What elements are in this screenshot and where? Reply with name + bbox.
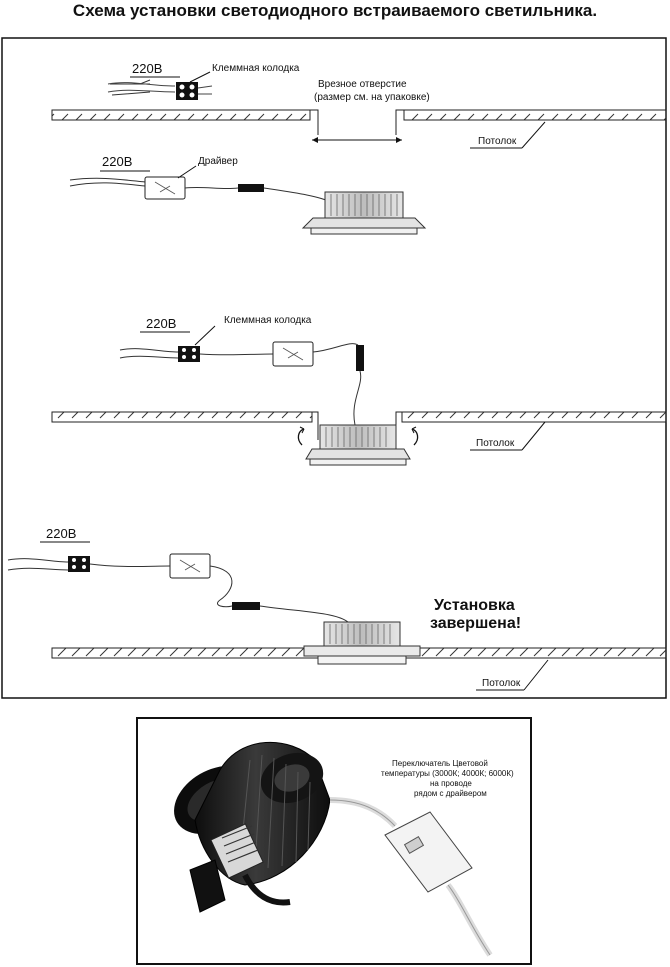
step4-wiring-group: 220В xyxy=(7,526,351,625)
step3-fixture xyxy=(297,424,419,466)
step1-voltage-label: 220В xyxy=(132,61,162,76)
step3-wiring-group: 220В Клеммная колодка xyxy=(119,315,364,426)
done-label-line2: завершена! xyxy=(430,615,521,632)
step3-ceiling-label: Потолок xyxy=(476,438,515,449)
connector-icon xyxy=(232,602,260,610)
step1-terminal-label: Клеммная колодка xyxy=(212,63,300,74)
step3-voltage-label: 220В xyxy=(146,316,176,331)
step4-ceiling-label: Потолок xyxy=(482,678,521,689)
cutout-label-line1: Врезное отверстие xyxy=(318,79,407,90)
step3-ceiling: Потолок xyxy=(51,411,667,451)
cable-and-switch xyxy=(329,797,493,957)
connector-icon xyxy=(238,184,264,192)
step4-voltage-label: 220В xyxy=(46,526,76,541)
step3-terminal-label: Клеммная колодка xyxy=(224,315,312,326)
switch-slider xyxy=(403,835,425,855)
step1-ceiling: Врезное отверстие (размер см. на упаковк… xyxy=(51,79,667,149)
terminal-block-icon xyxy=(176,82,198,100)
diagram-frame xyxy=(1,37,667,699)
step1-ceiling-label: Потолок xyxy=(478,136,517,147)
step1-terminal-group: 220В Клеммная колодка xyxy=(107,61,300,100)
terminal-block-icon xyxy=(178,346,200,362)
done-label-line1: Установка xyxy=(434,597,515,614)
page-title: Схема установки светодиодного встраиваем… xyxy=(72,1,598,20)
terminal-block-icon xyxy=(68,556,90,572)
step2-voltage-label: 220В xyxy=(102,154,132,169)
cutout-label-line2: (размер см. на упаковке) xyxy=(314,92,430,103)
photo-caption-line1: Переключатель Цветовой xyxy=(392,759,488,768)
photo-caption-line3: на проводе xyxy=(430,779,472,788)
color-temperature-switch xyxy=(384,811,473,893)
step2-driver-group: 220В Драйвер xyxy=(69,154,331,203)
photo-caption-line2: температуры (3000К; 4000К; 6000К) xyxy=(381,769,514,778)
step2-driver-label: Драйвер xyxy=(198,156,238,167)
fixture-photo xyxy=(174,741,331,913)
step2-fixture xyxy=(301,191,427,235)
photo-caption-line4: рядом с драйвером xyxy=(414,789,487,798)
connector-icon xyxy=(356,345,364,371)
step4-fixture xyxy=(303,621,421,665)
